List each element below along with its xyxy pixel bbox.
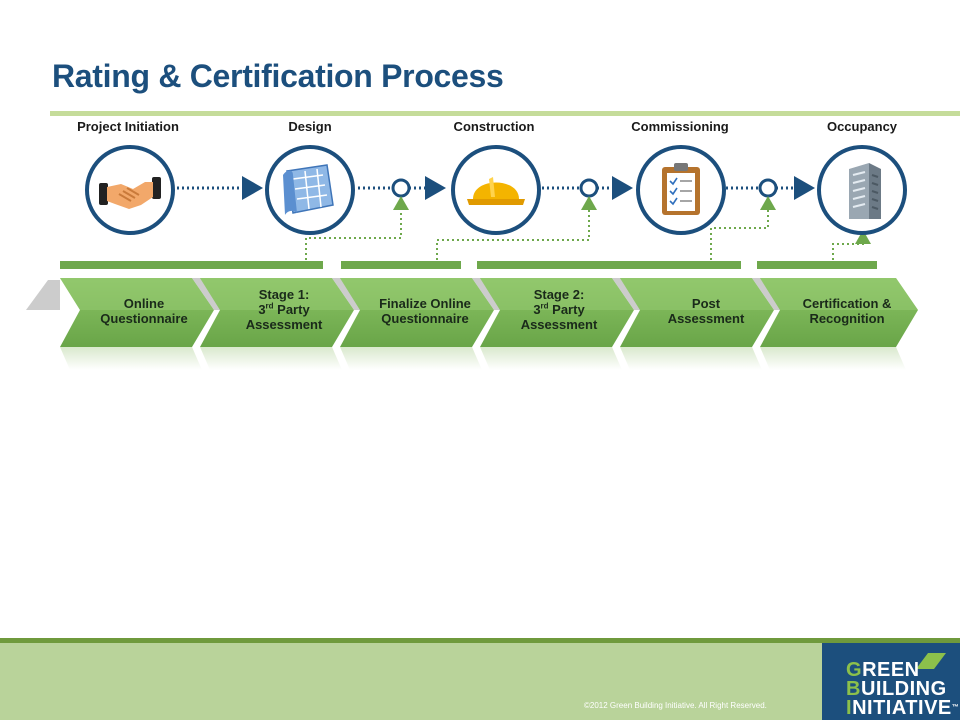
blueprint-icon bbox=[283, 164, 334, 215]
stage-2-line2: 3rd Party bbox=[258, 301, 310, 317]
phase-connectors bbox=[177, 176, 871, 260]
stage-4-line1: Stage 2: bbox=[533, 287, 585, 302]
phase-circle-occupancy bbox=[817, 145, 907, 235]
phase-label-commissioning: Commissioning bbox=[631, 119, 729, 134]
stage-certification-recognition: Certification & Recognition bbox=[782, 296, 912, 326]
phase-bar-2 bbox=[341, 261, 461, 269]
stage-3-line1: Finalize Online bbox=[379, 296, 471, 311]
phase-label-construction: Construction bbox=[453, 119, 535, 134]
phase-label-occupancy: Occupancy bbox=[826, 119, 898, 134]
stage-5-line1: Post bbox=[691, 296, 721, 311]
title-divider bbox=[50, 111, 960, 116]
chevron-3 bbox=[332, 278, 494, 370]
phase-bar-4 bbox=[757, 261, 877, 269]
stage-1-line2: Questionnaire bbox=[100, 311, 188, 326]
dotted-arrow-4 bbox=[726, 176, 815, 200]
phase-circle-design bbox=[265, 145, 355, 235]
feedback-line-3 bbox=[710, 196, 776, 260]
stage-2-third-party-assessment: Stage 2: 3rd Party Assessment bbox=[494, 287, 624, 332]
logo-line-1: GREEN bbox=[846, 659, 920, 681]
stage-6-line2: Recognition bbox=[809, 311, 885, 326]
dotted-arrow-3 bbox=[542, 176, 633, 200]
logo-line-3: INITIATIVE™ bbox=[846, 697, 960, 719]
feedback-line-4 bbox=[832, 230, 871, 260]
phase-label-project-initiation: Project Initiation bbox=[77, 119, 179, 134]
handshake-icon bbox=[99, 177, 161, 209]
stage-finalize-online-questionnaire: Finalize Online Questionnaire bbox=[360, 296, 490, 326]
logo-line-2: BUILDING bbox=[846, 678, 947, 700]
stage-4-line3: Assessment bbox=[520, 317, 598, 332]
green-building-initiative-logo bbox=[822, 643, 960, 720]
chevron-5 bbox=[612, 278, 774, 370]
stage-1-third-party-assessment: Stage 1: 3rd Party Assessment bbox=[219, 287, 349, 332]
feedback-line-1 bbox=[305, 196, 409, 260]
process-chevrons bbox=[26, 278, 918, 370]
stage-5-line2: Assessment bbox=[667, 311, 745, 326]
stage-post-assessment: Post Assessment bbox=[641, 296, 771, 326]
phase-circle-commissioning bbox=[636, 145, 726, 235]
chevron-4 bbox=[472, 278, 634, 370]
chevron-6 bbox=[752, 278, 918, 370]
phase-label-design: Design bbox=[288, 119, 332, 134]
feedback-line-2 bbox=[436, 196, 597, 260]
footer-divider bbox=[0, 638, 960, 643]
hard-hat-icon bbox=[467, 177, 525, 205]
chevron-2 bbox=[192, 278, 354, 370]
stage-2-line3: Assessment bbox=[245, 317, 323, 332]
clipboard-checklist-icon bbox=[662, 163, 700, 215]
phase-circle-project-initiation bbox=[85, 145, 175, 235]
stage-4-line2: 3rd Party bbox=[533, 301, 585, 317]
dotted-arrow-2 bbox=[358, 176, 446, 200]
chevron-1 bbox=[60, 278, 214, 370]
phase-bar-3 bbox=[477, 261, 741, 269]
footer-band bbox=[0, 643, 960, 720]
stage-online-questionnaire: Online Questionnaire bbox=[79, 296, 209, 326]
copyright-text: ©2012 Green Building Initiative. All Rig… bbox=[584, 701, 767, 710]
stage-1-line1: Online bbox=[123, 296, 165, 311]
stage-3-line2: Questionnaire bbox=[381, 311, 469, 326]
office-building-icon bbox=[849, 163, 881, 219]
phase-circle-construction bbox=[451, 145, 541, 235]
phase-bar-1 bbox=[60, 261, 323, 269]
page-title: Rating & Certification Process bbox=[52, 58, 504, 94]
stage-2-line1: Stage 1: bbox=[258, 287, 310, 302]
stage-6-line1: Certification & bbox=[802, 296, 892, 311]
logo-roof-icon bbox=[916, 653, 946, 669]
